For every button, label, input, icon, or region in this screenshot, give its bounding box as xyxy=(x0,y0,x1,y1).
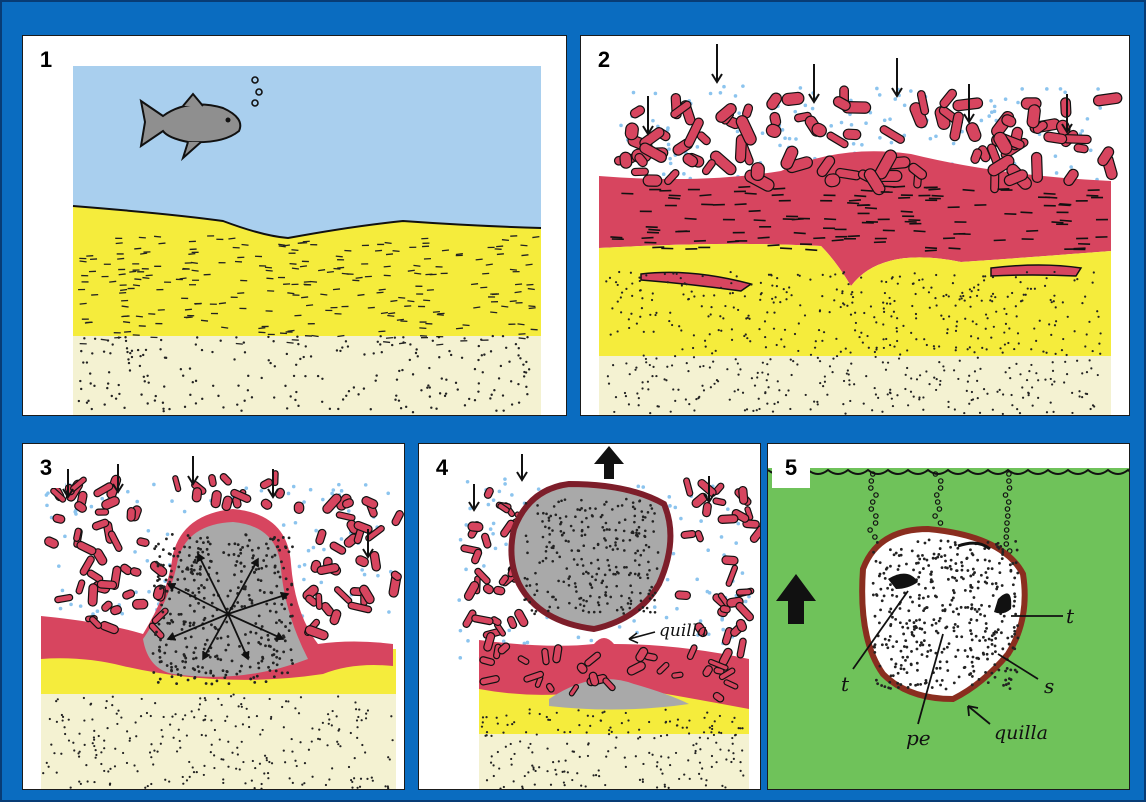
panel-number: 5 xyxy=(772,448,810,488)
panel-3-drawing xyxy=(23,444,405,790)
panel-3: 3 xyxy=(22,443,405,790)
panel-2-drawing xyxy=(581,36,1130,416)
panel-number: 1 xyxy=(27,40,65,80)
panel-2: 2 xyxy=(580,35,1130,416)
panel-number: 2 xyxy=(585,40,623,80)
panel-5: 5 t t s pe quilla xyxy=(767,443,1130,790)
red-lens xyxy=(991,265,1081,276)
panel-1: 1 xyxy=(22,35,567,416)
label-t-left: t xyxy=(841,672,849,696)
panel-1-drawing xyxy=(23,36,567,416)
panel-4-drawing xyxy=(419,444,761,790)
panel-4: 4 quilla xyxy=(418,443,761,790)
pale-sand-layer xyxy=(41,694,396,790)
label-pe: pe xyxy=(906,726,931,750)
panel-5-drawing xyxy=(768,444,1130,790)
pale-sand-layer xyxy=(479,734,749,790)
panel-number: 3 xyxy=(27,448,65,488)
keel-label: quilla xyxy=(659,621,707,641)
pale-sand-layer xyxy=(599,356,1111,416)
label-s: s xyxy=(1044,674,1054,698)
label-t-right: t xyxy=(1066,604,1074,628)
upward-arrow-icon xyxy=(594,446,624,479)
keel-label: quilla xyxy=(994,722,1048,744)
panel-number: 4 xyxy=(423,448,461,488)
